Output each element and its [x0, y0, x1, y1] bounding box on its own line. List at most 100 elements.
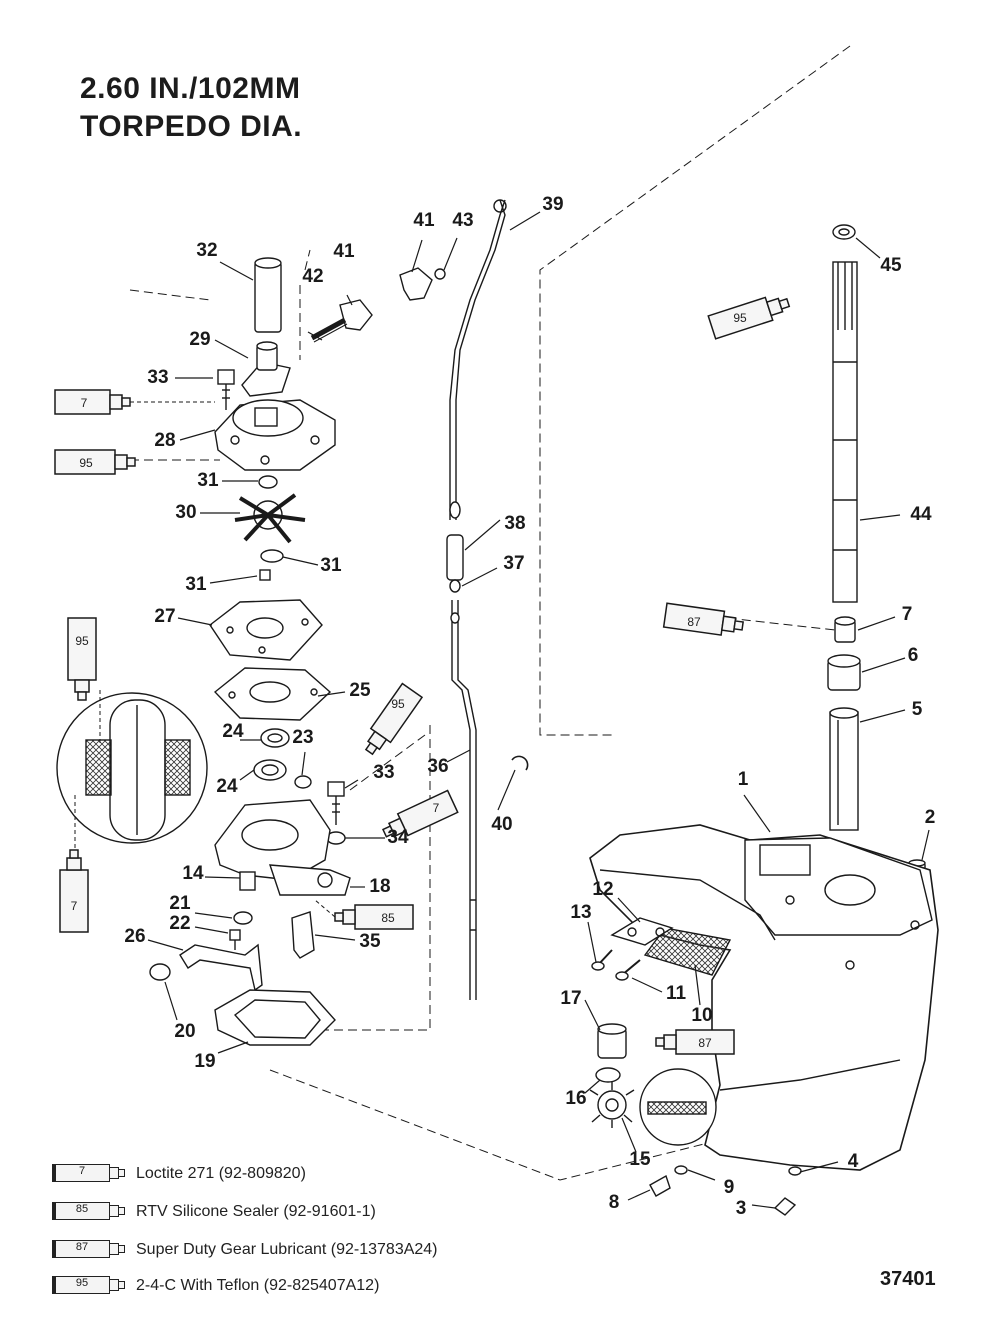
bearing-carrier-tube: [829, 707, 859, 831]
base-gasket: [214, 989, 336, 1046]
water-tube-seal: [241, 341, 291, 397]
sealant-tubes: [54, 296, 791, 1055]
pinion-detail-circle: [639, 1068, 717, 1146]
tube-label: 85: [381, 911, 395, 925]
shift-linkage-clips: [310, 267, 446, 343]
callout-27: 27: [154, 606, 176, 627]
shift-link: [179, 943, 263, 992]
legend-row-7: 7 Loctite 271 (92-809820): [52, 1162, 306, 1186]
callout-36: 36: [427, 756, 449, 777]
callout-19: 19: [194, 1051, 216, 1072]
small-screw: [229, 929, 241, 950]
washer: [258, 475, 278, 489]
tube-label: 95: [391, 697, 405, 711]
callout-28: 28: [154, 430, 176, 451]
callout-20: 20: [174, 1021, 196, 1042]
pinion-bearing: [597, 1023, 627, 1059]
shift-rod: [449, 199, 507, 1000]
callout-24: 24: [222, 721, 244, 742]
callout-32: 32: [196, 240, 218, 261]
sealant-tube-icon: 85: [52, 1201, 126, 1223]
callout-30: 30: [175, 502, 197, 523]
sealant-tube-icon: 87: [52, 1239, 126, 1261]
callout-41a: 41: [413, 210, 435, 231]
water-tube: [254, 257, 282, 333]
sealant-tube-icon: 7: [52, 1163, 126, 1185]
shift-cam: [291, 911, 315, 959]
callout-1: 1: [737, 769, 749, 790]
legend-text: RTV Silicone Sealer (92-91601-1): [136, 1203, 376, 1220]
callout-25: 25: [349, 680, 371, 701]
pump-bolt-upper: [217, 369, 235, 410]
legend-row-87: 87 Super Duty Gear Lubricant (92-13783A2…: [52, 1238, 438, 1262]
callout-7: 7: [901, 604, 913, 625]
callout-33b: 33: [373, 762, 395, 783]
callout-23: 23: [292, 727, 314, 748]
tube-label: 7: [71, 899, 78, 913]
legend-row-85: 85 RTV Silicone Sealer (92-91601-1): [52, 1200, 376, 1224]
legend-text: 2-4-C With Teflon (92-825407A12): [136, 1277, 380, 1294]
pinion-gear: [589, 1082, 635, 1128]
callout-44: 44: [910, 504, 932, 525]
sealant-tube-icon: 95: [52, 1275, 126, 1297]
figure-number: 37401: [880, 1268, 936, 1290]
callout-12: 12: [592, 879, 614, 900]
callout-10: 10: [691, 1005, 713, 1026]
callout-11: 11: [665, 983, 687, 1004]
callout-38: 38: [504, 513, 526, 534]
callout-24b: 24: [216, 776, 238, 797]
oil-seals: [253, 728, 312, 789]
small-washer: [233, 911, 253, 925]
diagram-title-line-1: 2.60 IN./102MM: [80, 72, 301, 105]
tube-label: 87: [687, 615, 701, 629]
callout-35: 35: [359, 931, 381, 952]
callout-2: 2: [924, 807, 936, 828]
callout-31a: 31: [197, 470, 219, 491]
gear-housing: [589, 824, 939, 1171]
screen-cover: [610, 917, 674, 946]
legend-text: Super Duty Gear Lubricant (92-13783A24): [136, 1241, 438, 1258]
callout-33a: 33: [147, 367, 169, 388]
diagram-title-line-2: TORPEDO DIA.: [80, 110, 303, 143]
legend-text: Loctite 271 (92-809820): [136, 1165, 306, 1182]
e-clip: [511, 755, 529, 771]
callout-34: 34: [387, 827, 409, 848]
callout-14: 14: [182, 863, 204, 884]
callout-37: 37: [503, 553, 525, 574]
callout-21: 21: [169, 893, 191, 914]
pump-bolt-lower: [327, 781, 345, 825]
pinion-washer: [595, 1067, 621, 1083]
callout-31b: 31: [320, 555, 342, 576]
pump-housing: [214, 399, 336, 471]
callout-22: 22: [169, 913, 191, 934]
bushing: [149, 963, 171, 981]
callout-4: 4: [847, 1151, 859, 1172]
callout-13: 13: [570, 902, 592, 923]
callout-18: 18: [369, 876, 391, 897]
impeller-key: [259, 569, 271, 581]
callout-26: 26: [124, 926, 146, 947]
shaft-seal: [832, 224, 856, 240]
callout-31c: 31: [185, 574, 207, 595]
tube-label: 95: [733, 311, 747, 325]
callout-29: 29: [189, 329, 211, 350]
pump-base: [214, 799, 351, 896]
callout-45: 45: [880, 255, 902, 276]
tube-label: 7: [433, 801, 440, 815]
callout-6: 6: [907, 645, 919, 666]
face-plate: [209, 599, 323, 661]
callout-3: 3: [735, 1198, 747, 1219]
drain-screws: [649, 1165, 802, 1216]
callout-39: 39: [542, 194, 564, 215]
callout-43: 43: [452, 210, 474, 231]
tube-label: 87: [698, 1036, 712, 1050]
callout-42: 42: [302, 266, 324, 287]
callout-40: 40: [491, 814, 513, 835]
callout-9: 9: [723, 1177, 735, 1198]
callout-17: 17: [560, 988, 582, 1009]
drive-shaft-sleeve: [827, 654, 861, 691]
callout-16: 16: [565, 1088, 587, 1109]
tube-label: 95: [79, 456, 93, 470]
callout-8: 8: [608, 1192, 620, 1213]
